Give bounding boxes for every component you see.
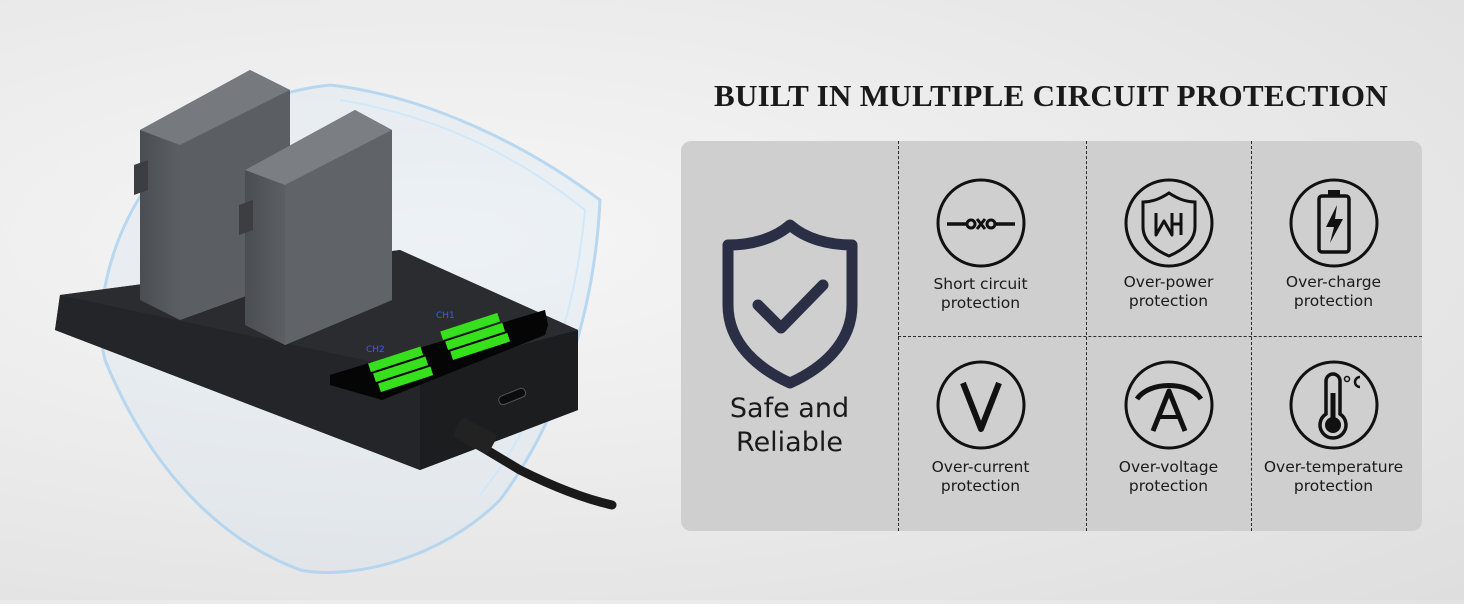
feature-label-1: Over-current xyxy=(931,458,1030,476)
battery-charge-icon xyxy=(1289,178,1378,268)
product-image: CH1 CH2 xyxy=(0,0,660,600)
ch2-label: CH2 xyxy=(366,345,385,355)
usb-port xyxy=(498,387,527,406)
feature-label-2: protection xyxy=(1128,477,1209,495)
ch1-label: CH1 xyxy=(436,311,455,321)
charger-illustration: CH1 CH2 xyxy=(55,70,617,574)
feature-label-1: Over-charge xyxy=(1285,273,1382,291)
divider xyxy=(898,336,1422,337)
shield-check-icon xyxy=(722,219,858,389)
safe-line-2: Reliable xyxy=(736,427,843,458)
feature-label-2: protection xyxy=(940,294,1021,312)
safe-reliable-block: Safe and Reliable xyxy=(681,141,898,531)
feature-over-temperature: Over-temperature protection xyxy=(1251,336,1416,531)
feature-over-current: Over-current protection xyxy=(898,336,1063,531)
ampere-a-icon xyxy=(1124,360,1213,450)
feature-label-2: protection xyxy=(1128,292,1209,310)
feature-label-1: Over-temperature xyxy=(1263,458,1404,476)
short-circuit-icon xyxy=(936,178,1025,268)
headline: BUILT IN MULTIPLE CIRCUIT PROTECTION xyxy=(713,78,1389,113)
feature-label-1: Over-power xyxy=(1123,273,1214,291)
thermometer-icon xyxy=(1289,360,1378,450)
led-bars-ch2 xyxy=(368,346,434,393)
over-power-icon xyxy=(1124,178,1213,268)
feature-label-2: protection xyxy=(1293,292,1374,310)
protection-panel: Safe and Reliable Short circuit protecti… xyxy=(681,141,1422,531)
feature-over-power: Over-power protection xyxy=(1086,141,1251,336)
feature-short-circuit: Short circuit protection xyxy=(898,141,1063,336)
feature-over-charge: Over-charge protection xyxy=(1251,141,1416,336)
safe-line-1: Safe and xyxy=(729,393,850,424)
feature-label-2: protection xyxy=(940,477,1021,495)
battery-2 xyxy=(239,110,392,345)
led-bars-ch1 xyxy=(440,312,511,361)
feature-label-1: Over-voltage xyxy=(1118,458,1219,476)
feature-over-voltage: Over-voltage protection xyxy=(1086,336,1251,531)
feature-label-1: Short circuit xyxy=(933,275,1028,293)
voltage-v-icon xyxy=(936,360,1025,450)
usb-cable xyxy=(465,435,617,510)
feature-label-2: protection xyxy=(1293,477,1374,495)
